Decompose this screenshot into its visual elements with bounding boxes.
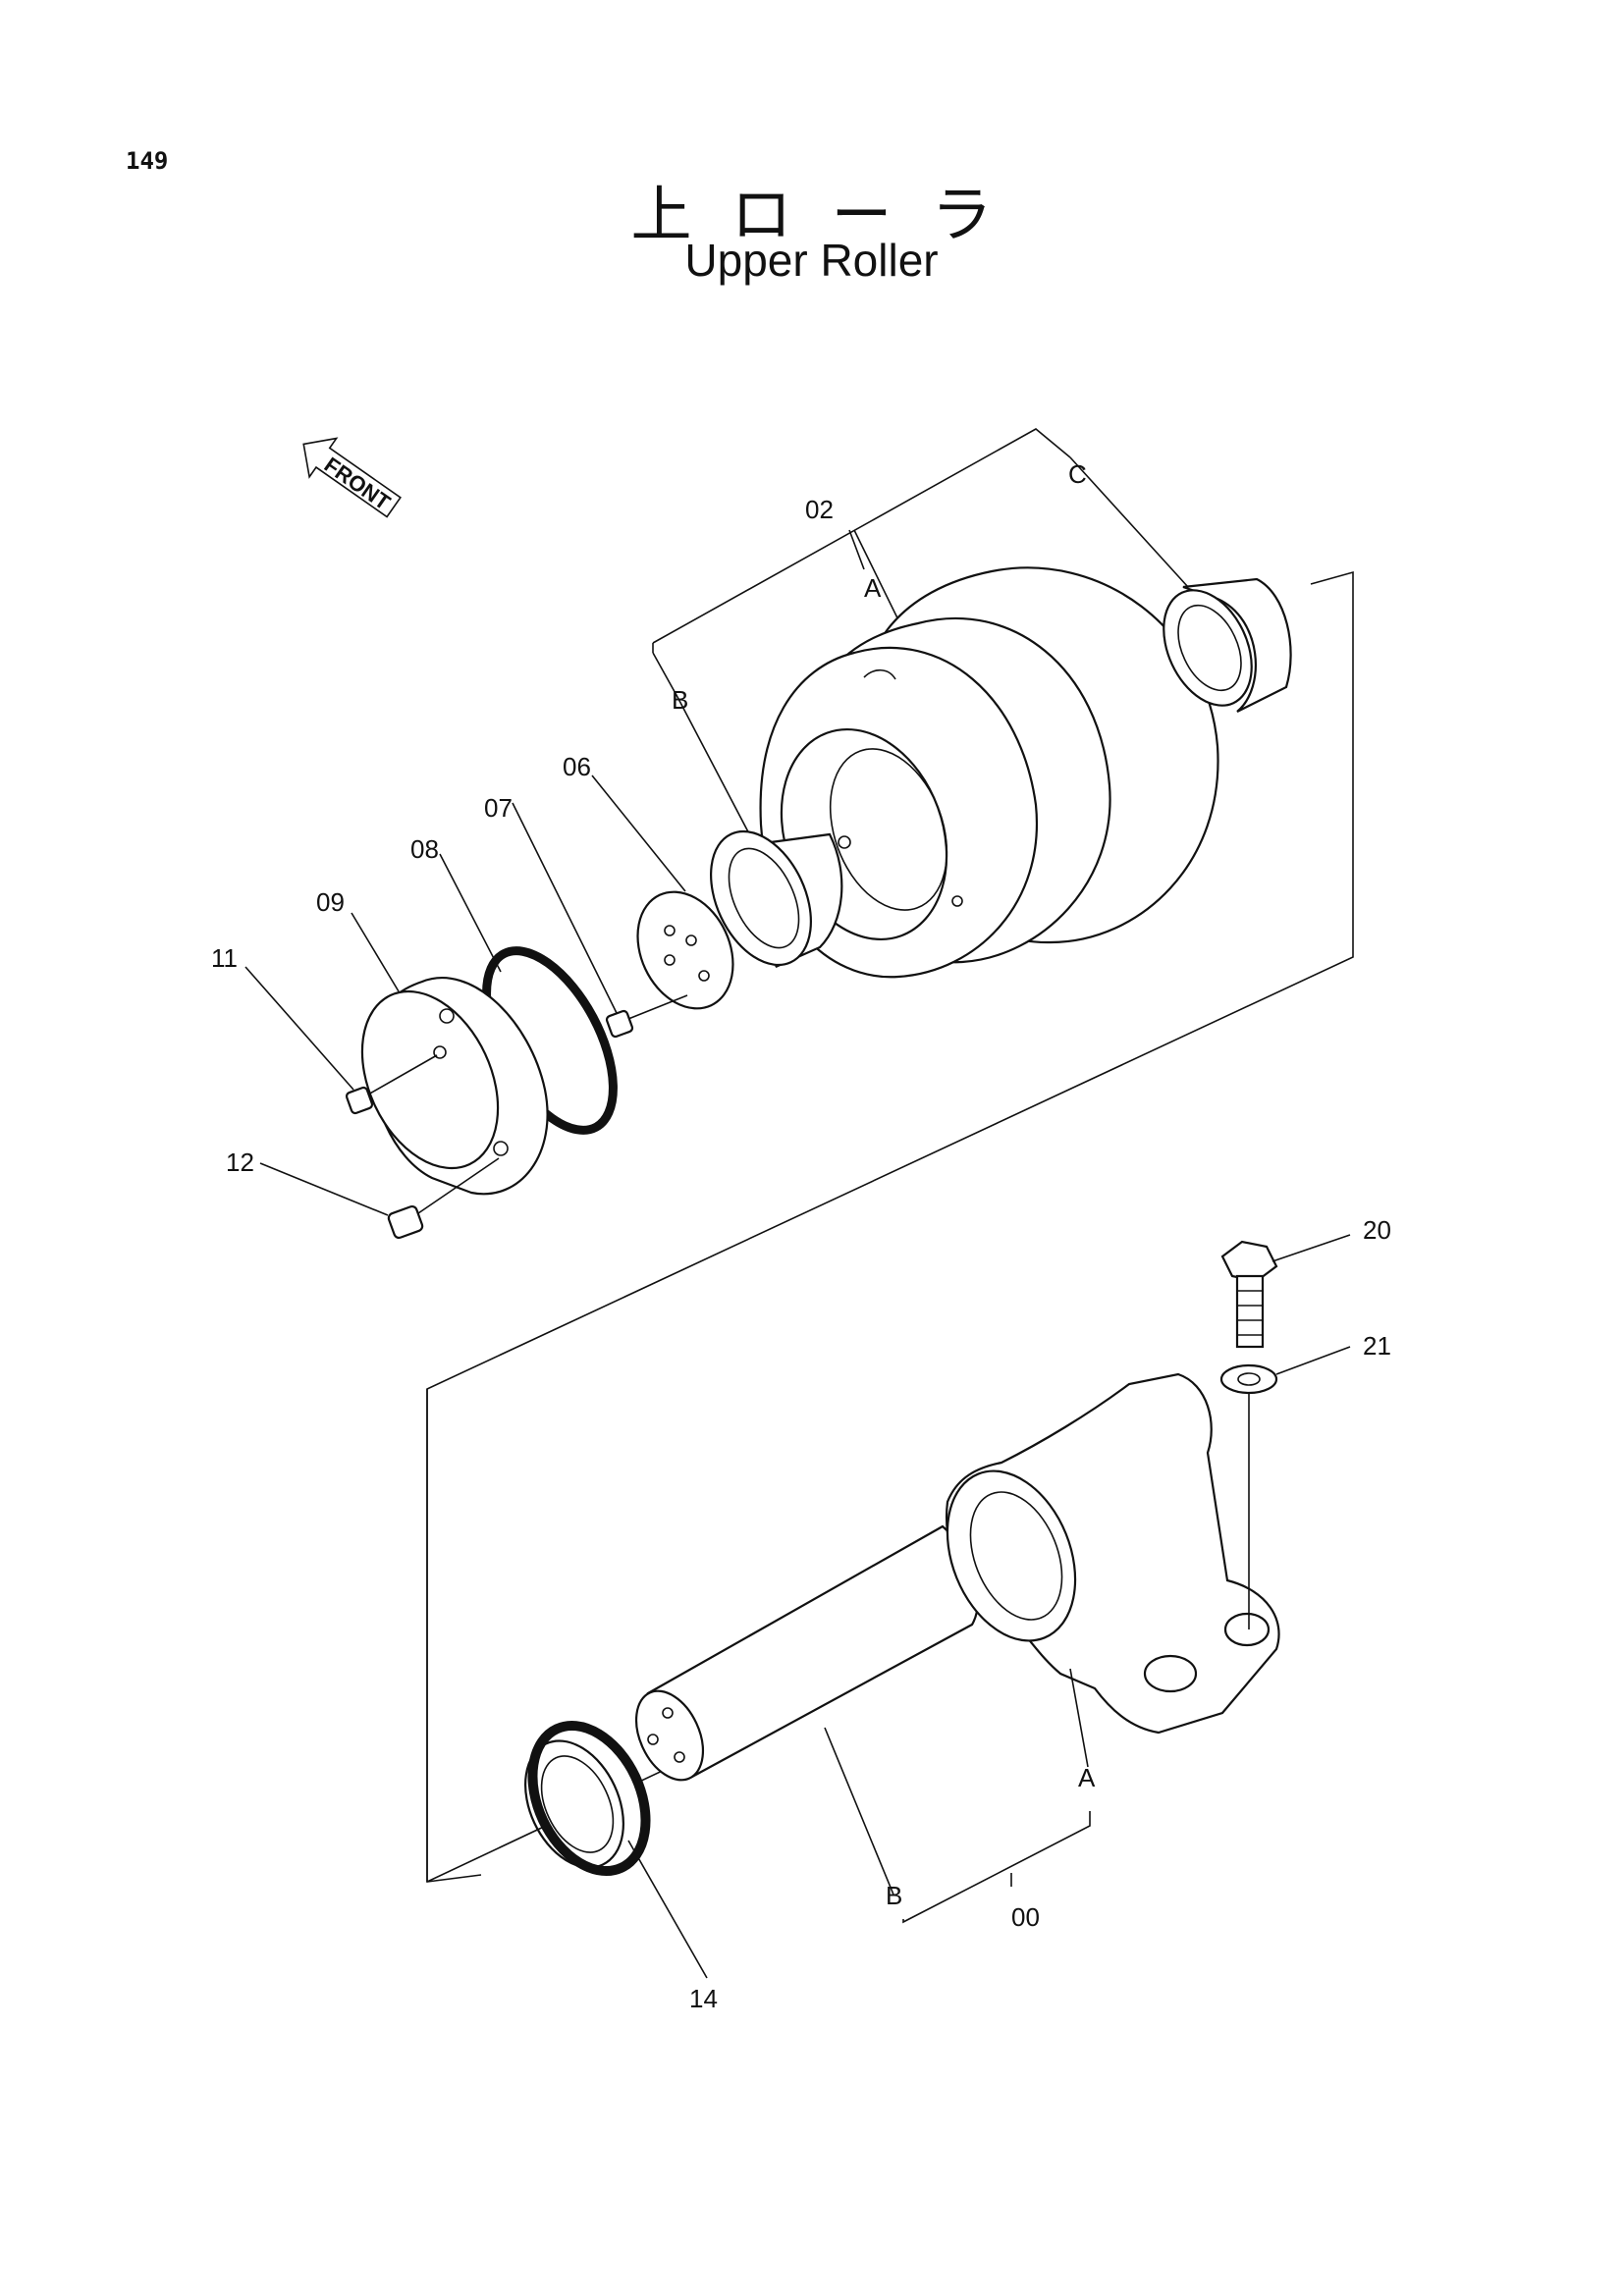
bushing-c	[1163, 577, 1292, 713]
letter-a-top: A	[864, 573, 882, 603]
letter-b-top: B	[672, 685, 688, 715]
shaft	[634, 1524, 979, 1782]
front-arrow-icon: FRONT	[302, 437, 402, 518]
cover-09	[360, 977, 549, 1196]
callout-02: 02	[805, 495, 834, 524]
callout-12: 12	[226, 1148, 254, 1177]
bolt-07	[605, 994, 688, 1039]
plate-06	[636, 890, 734, 1010]
callout-11: 11	[211, 943, 238, 973]
upper-assembly-boundary	[426, 570, 1354, 1883]
letter-b-bottom: B	[886, 1881, 902, 1910]
callout-09: 09	[316, 887, 345, 917]
callout-07: 07	[484, 793, 513, 823]
page-number: 149	[126, 147, 169, 175]
bolt-20	[1220, 1240, 1278, 1349]
letter-c-top: C	[1068, 459, 1087, 489]
callout-08: 08	[410, 834, 439, 864]
front-label: FRONT	[320, 453, 396, 515]
callout-20: 20	[1363, 1215, 1391, 1245]
callout-14: 14	[689, 1984, 718, 2013]
callout-00: 00	[1011, 1902, 1040, 1932]
roller-body	[759, 566, 1219, 979]
plug-11	[345, 1054, 438, 1115]
leader-lines	[244, 529, 1351, 1979]
title-japanese: 上ローラ	[630, 179, 1032, 250]
seal-14	[524, 1720, 651, 1877]
letter-a-bottom: A	[1078, 1763, 1096, 1792]
callout-06: 06	[563, 752, 591, 781]
washer-21	[1219, 1363, 1278, 1629]
callout-21: 21	[1363, 1331, 1391, 1361]
bolt-12	[387, 1157, 500, 1240]
title-english: Upper Roller	[684, 235, 939, 286]
bushing-b	[710, 829, 843, 969]
housing	[946, 1372, 1280, 1735]
